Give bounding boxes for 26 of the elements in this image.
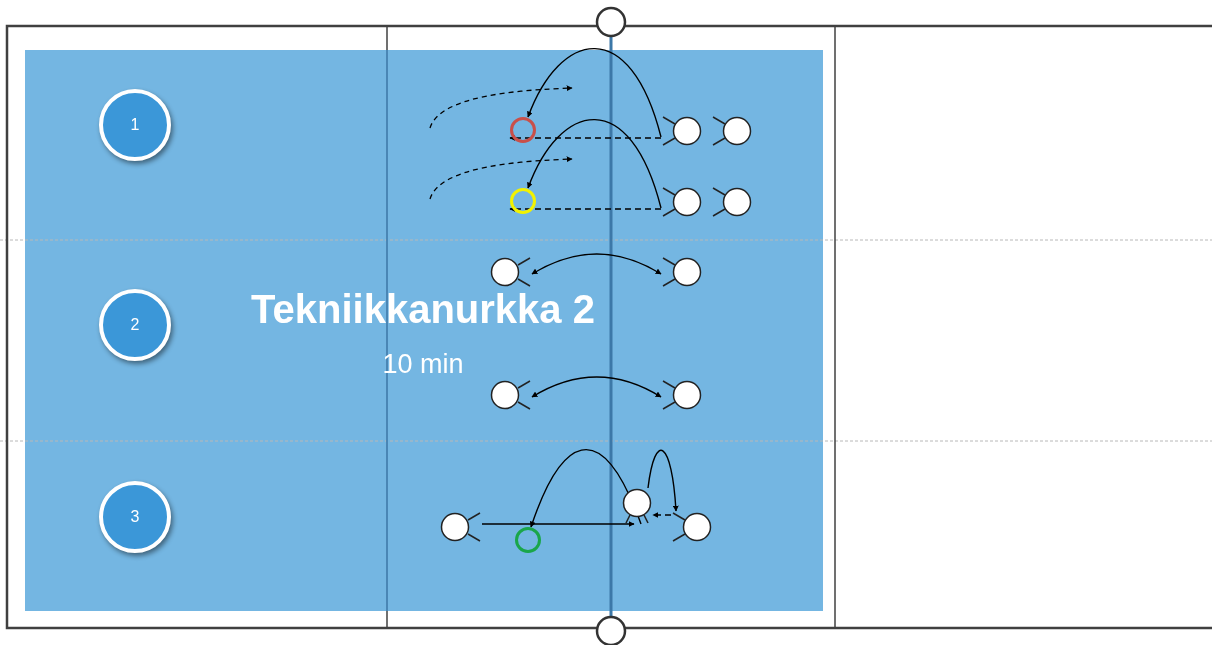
target-ring — [515, 527, 541, 553]
arrow — [509, 206, 662, 212]
target-ring — [510, 117, 536, 143]
player-symbol — [661, 115, 703, 147]
player-symbol — [711, 115, 753, 147]
arrow — [527, 47, 662, 138]
target-ring — [510, 188, 536, 214]
arrow — [481, 521, 635, 527]
title: Tekniikkanurkka 2 — [250, 286, 596, 333]
player-symbol — [661, 256, 703, 288]
player-symbol — [490, 256, 532, 288]
arrow — [527, 118, 662, 209]
player-symbol — [671, 511, 713, 543]
arrow — [652, 512, 672, 518]
player-symbol — [490, 379, 532, 411]
arrow — [530, 449, 642, 528]
arrow — [647, 449, 679, 512]
player-symbol — [621, 488, 653, 524]
arrow — [509, 135, 662, 141]
player-symbol — [661, 186, 703, 218]
player-symbol — [440, 511, 482, 543]
arrow — [531, 376, 662, 398]
arrow — [531, 253, 662, 275]
player-symbol — [711, 186, 753, 218]
duration-label: 10 min — [381, 348, 465, 381]
player-symbol — [661, 379, 703, 411]
